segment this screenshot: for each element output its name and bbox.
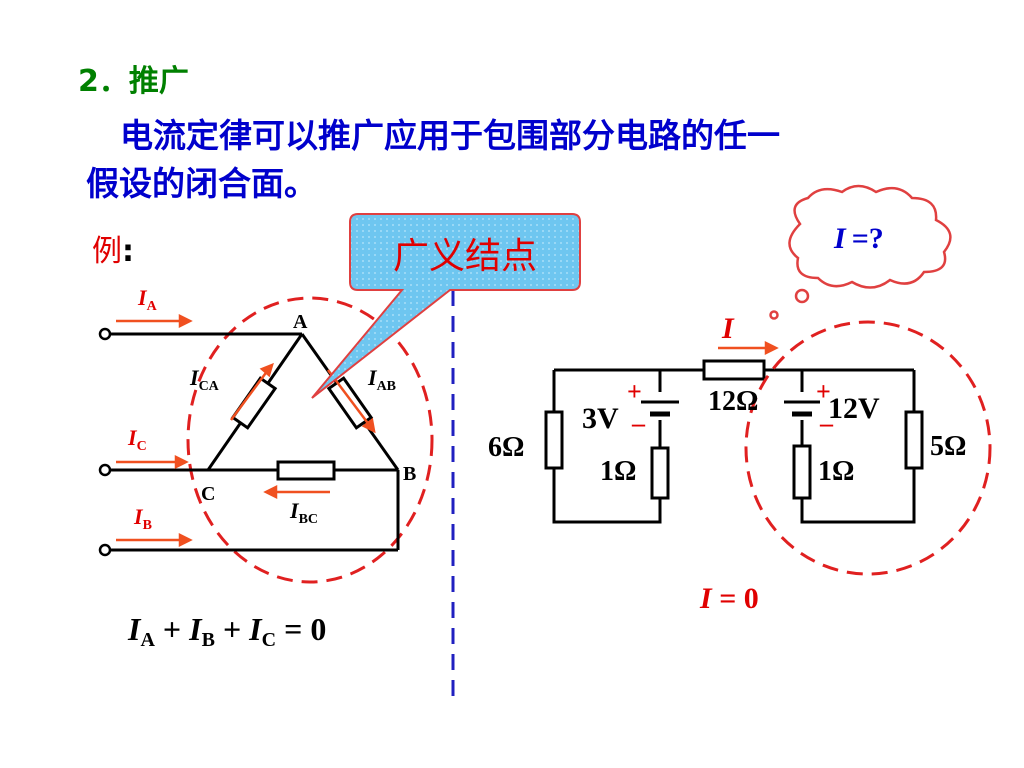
eq-term-1: I [127, 611, 142, 647]
minus-right: – [819, 409, 834, 438]
thought-var: I [833, 222, 847, 255]
current-iab-var: I [367, 365, 378, 390]
example-label: 例: [92, 226, 134, 270]
label-3v: 3V [582, 402, 619, 435]
resistor-6ohm [544, 410, 564, 470]
generalized-node-circle [186, 296, 434, 584]
closed-surface-circle [744, 320, 992, 576]
thought-cloud: I=? [769, 184, 952, 320]
label-12ohm: 12Ω [708, 386, 758, 417]
current-ib-sub: B [143, 518, 152, 533]
result-text: = 0 [712, 582, 759, 615]
current-iab-label: IAB [367, 365, 396, 394]
label-12v: 12V [828, 392, 880, 425]
current-ica-label: ICA [189, 365, 220, 394]
resistor-5ohm [904, 410, 924, 470]
terminal-b [98, 543, 112, 557]
terminal-c [98, 463, 112, 477]
current-i-label: I [721, 312, 735, 345]
eq-sub-3: C [262, 629, 276, 651]
kcl-equation: IA + IB + IC = 0 [127, 611, 326, 651]
eq-rhs: = 0 [276, 611, 326, 647]
callout-bubble: 广义结点 [311, 213, 581, 399]
eq-sub-1: A [140, 629, 155, 651]
minus-left: – [631, 409, 646, 438]
paragraph-line-1: 电流定律可以推广应用于包围部分电路的任一 [120, 116, 780, 155]
resistor-ca [230, 376, 278, 430]
node-b-label: B [403, 463, 416, 485]
current-ia-var: I [137, 285, 148, 310]
current-ib-var: I [133, 504, 144, 529]
body-paragraph: 电流定律可以推广应用于包围部分电路的任一 假设的闭合面。 [86, 112, 946, 208]
delta-network: A B C IA IC IB ICA IAB IBC IA + IB + IC … [98, 285, 434, 651]
eq-plus-1: + [155, 611, 189, 647]
eq-plus-2: + [215, 611, 249, 647]
label-5ohm: 5Ω [930, 431, 966, 462]
example-colon: : [122, 234, 134, 269]
result-equation: I = 0 [699, 582, 759, 615]
current-ib-label: IB [133, 504, 152, 533]
current-ibc-var: I [289, 498, 300, 523]
section-heading: 2．推广 [78, 64, 189, 99]
thought-rest: =? [852, 222, 884, 255]
current-ic-sub: C [137, 439, 147, 454]
label-1ohm-left: 1Ω [600, 456, 636, 487]
plus-left: + [627, 377, 642, 406]
label-1ohm-right: 1Ω [818, 456, 854, 487]
bridged-circuit: 6Ω 3V 1Ω 12Ω 12V 1Ω 5Ω + – + – I I = 0 [488, 312, 992, 615]
result-var: I [699, 582, 713, 615]
paragraph-line-2: 假设的闭合面。 [86, 164, 317, 203]
example-text: 例 [92, 234, 122, 269]
callout-text: 广义结点 [393, 236, 537, 277]
current-ia-label: IA [137, 285, 158, 314]
resistor-1ohm-right [792, 444, 812, 500]
resistor-1ohm-left [650, 446, 670, 500]
current-iab-sub: AB [377, 379, 396, 394]
node-c-label: C [201, 483, 215, 505]
plus-right: + [816, 377, 831, 406]
node-a-label: A [293, 311, 308, 333]
current-ibc-label: IBC [289, 498, 318, 527]
current-ia-sub: A [147, 299, 158, 314]
resistor-bc [276, 460, 336, 481]
current-ibc-sub: BC [299, 512, 318, 527]
thought-text: I=? [833, 222, 884, 255]
resistor-12ohm [702, 359, 766, 381]
current-ic-label: IC [127, 425, 147, 454]
eq-sub-2: B [202, 629, 215, 651]
current-ic-var: I [127, 425, 138, 450]
current-ica-var: I [189, 365, 200, 390]
eq-term-2: I [188, 611, 203, 647]
label-6ohm: 6Ω [488, 432, 524, 463]
eq-term-3: I [248, 611, 263, 647]
terminal-a [98, 327, 112, 341]
current-ica-sub: CA [199, 379, 220, 394]
